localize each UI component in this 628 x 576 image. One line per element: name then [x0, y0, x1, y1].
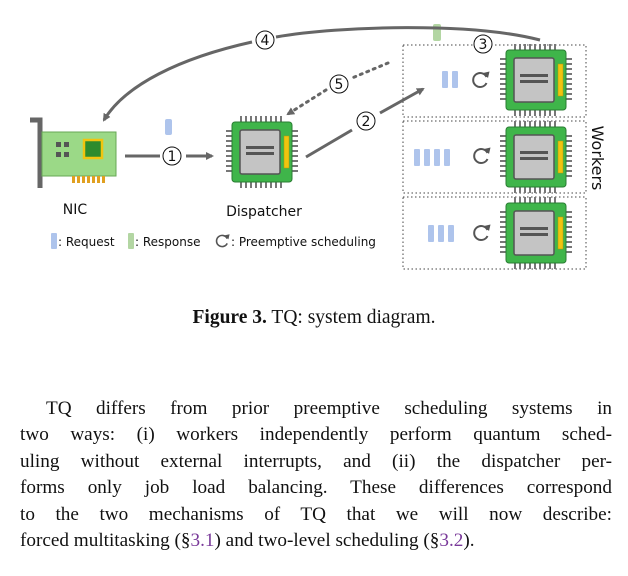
legend: : Request : Response : Preemptive schedu…: [51, 233, 376, 249]
body-paragraph: TQ differs from prior preemptive schedul…: [20, 396, 612, 554]
paragraph-line: to the two mechanisms of TQ that we will…: [20, 503, 612, 525]
paragraph-line: TQ differs from prior preemptive schedul…: [46, 398, 612, 419]
step-5-badge: 5: [329, 74, 349, 94]
step-3-number: 3: [479, 37, 488, 53]
legend-request-label: : Request: [58, 235, 115, 249]
step-2-badge: 2: [356, 111, 376, 131]
section-link-3-2[interactable]: 3.2: [439, 530, 464, 552]
preemptive-cycle-icon: [472, 70, 491, 88]
workers-label: Workers: [588, 126, 607, 191]
legend-request-icon: [51, 233, 57, 249]
paragraph-last-line: forced multitasking (§3.1) and two-level…: [20, 528, 612, 554]
request-packet-icon: [165, 119, 172, 135]
system-diagram: NIC 1 Dispatcher Workers: [30, 24, 607, 270]
preemptive-cycle-icon: [473, 146, 492, 164]
legend-response-icon: [128, 233, 134, 249]
paragraph-line: uling without external interrupts, and (…: [20, 450, 612, 472]
worker-1-queue-request-icon: [442, 71, 448, 88]
nic-label: NIC: [63, 202, 88, 218]
worker-2-queue-request-icon: [424, 149, 430, 166]
figure-caption-label: Figure 3.: [192, 307, 267, 328]
paragraph-text: ).: [463, 530, 475, 552]
nic-icon: [30, 117, 117, 188]
step-4-badge: 4: [255, 30, 275, 50]
step-5-number: 5: [335, 77, 344, 93]
worker-3-queue-request-icon: [448, 225, 454, 242]
worker-1-queue-request-icon: [452, 71, 458, 88]
legend-preemptive-label: : Preemptive scheduling: [231, 235, 376, 249]
worker-3-chip-icon: [499, 196, 573, 270]
worker-2-queue-request-icon: [414, 149, 420, 166]
worker-2-chip-icon: [499, 120, 573, 194]
paragraph-text: forced multitasking (§: [20, 530, 191, 552]
preemptive-cycle-icon: [473, 223, 492, 241]
section-link-3-1[interactable]: 3.1: [190, 530, 215, 552]
worker-2-queue-request-icon: [434, 149, 440, 166]
figure-caption-text: TQ: system diagram.: [271, 307, 436, 328]
dispatcher-chip-icon: [225, 115, 299, 189]
paragraph-line: forms only job load balancing. These dif…: [20, 477, 612, 499]
step-2-number: 2: [362, 114, 371, 130]
worker-3-queue-request-icon: [428, 225, 434, 242]
worker-1-chip-icon: [499, 43, 573, 117]
paragraph-line: two ways: (i) workers independently perf…: [20, 424, 612, 446]
step-1-number: 1: [168, 149, 177, 165]
figure-caption: Figure 3. TQ: system diagram.: [0, 307, 628, 329]
step-4-number: 4: [261, 33, 270, 49]
dispatcher-label: Dispatcher: [226, 204, 302, 220]
worker-2-queue-request-icon: [444, 149, 450, 166]
step-1-badge: 1: [162, 146, 182, 166]
arrow-worker-to-nic: [102, 26, 541, 122]
step-3-badge: 3: [473, 34, 493, 54]
arrow-dispatcher-to-worker: [305, 87, 425, 159]
worker-3-queue-request-icon: [438, 225, 444, 242]
paragraph-text: ) and two-level scheduling (§: [214, 530, 440, 552]
legend-preemptive-icon: [215, 233, 231, 248]
legend-response-label: : Response: [135, 235, 201, 249]
arrow-worker-to-dispatcher: [286, 61, 390, 116]
